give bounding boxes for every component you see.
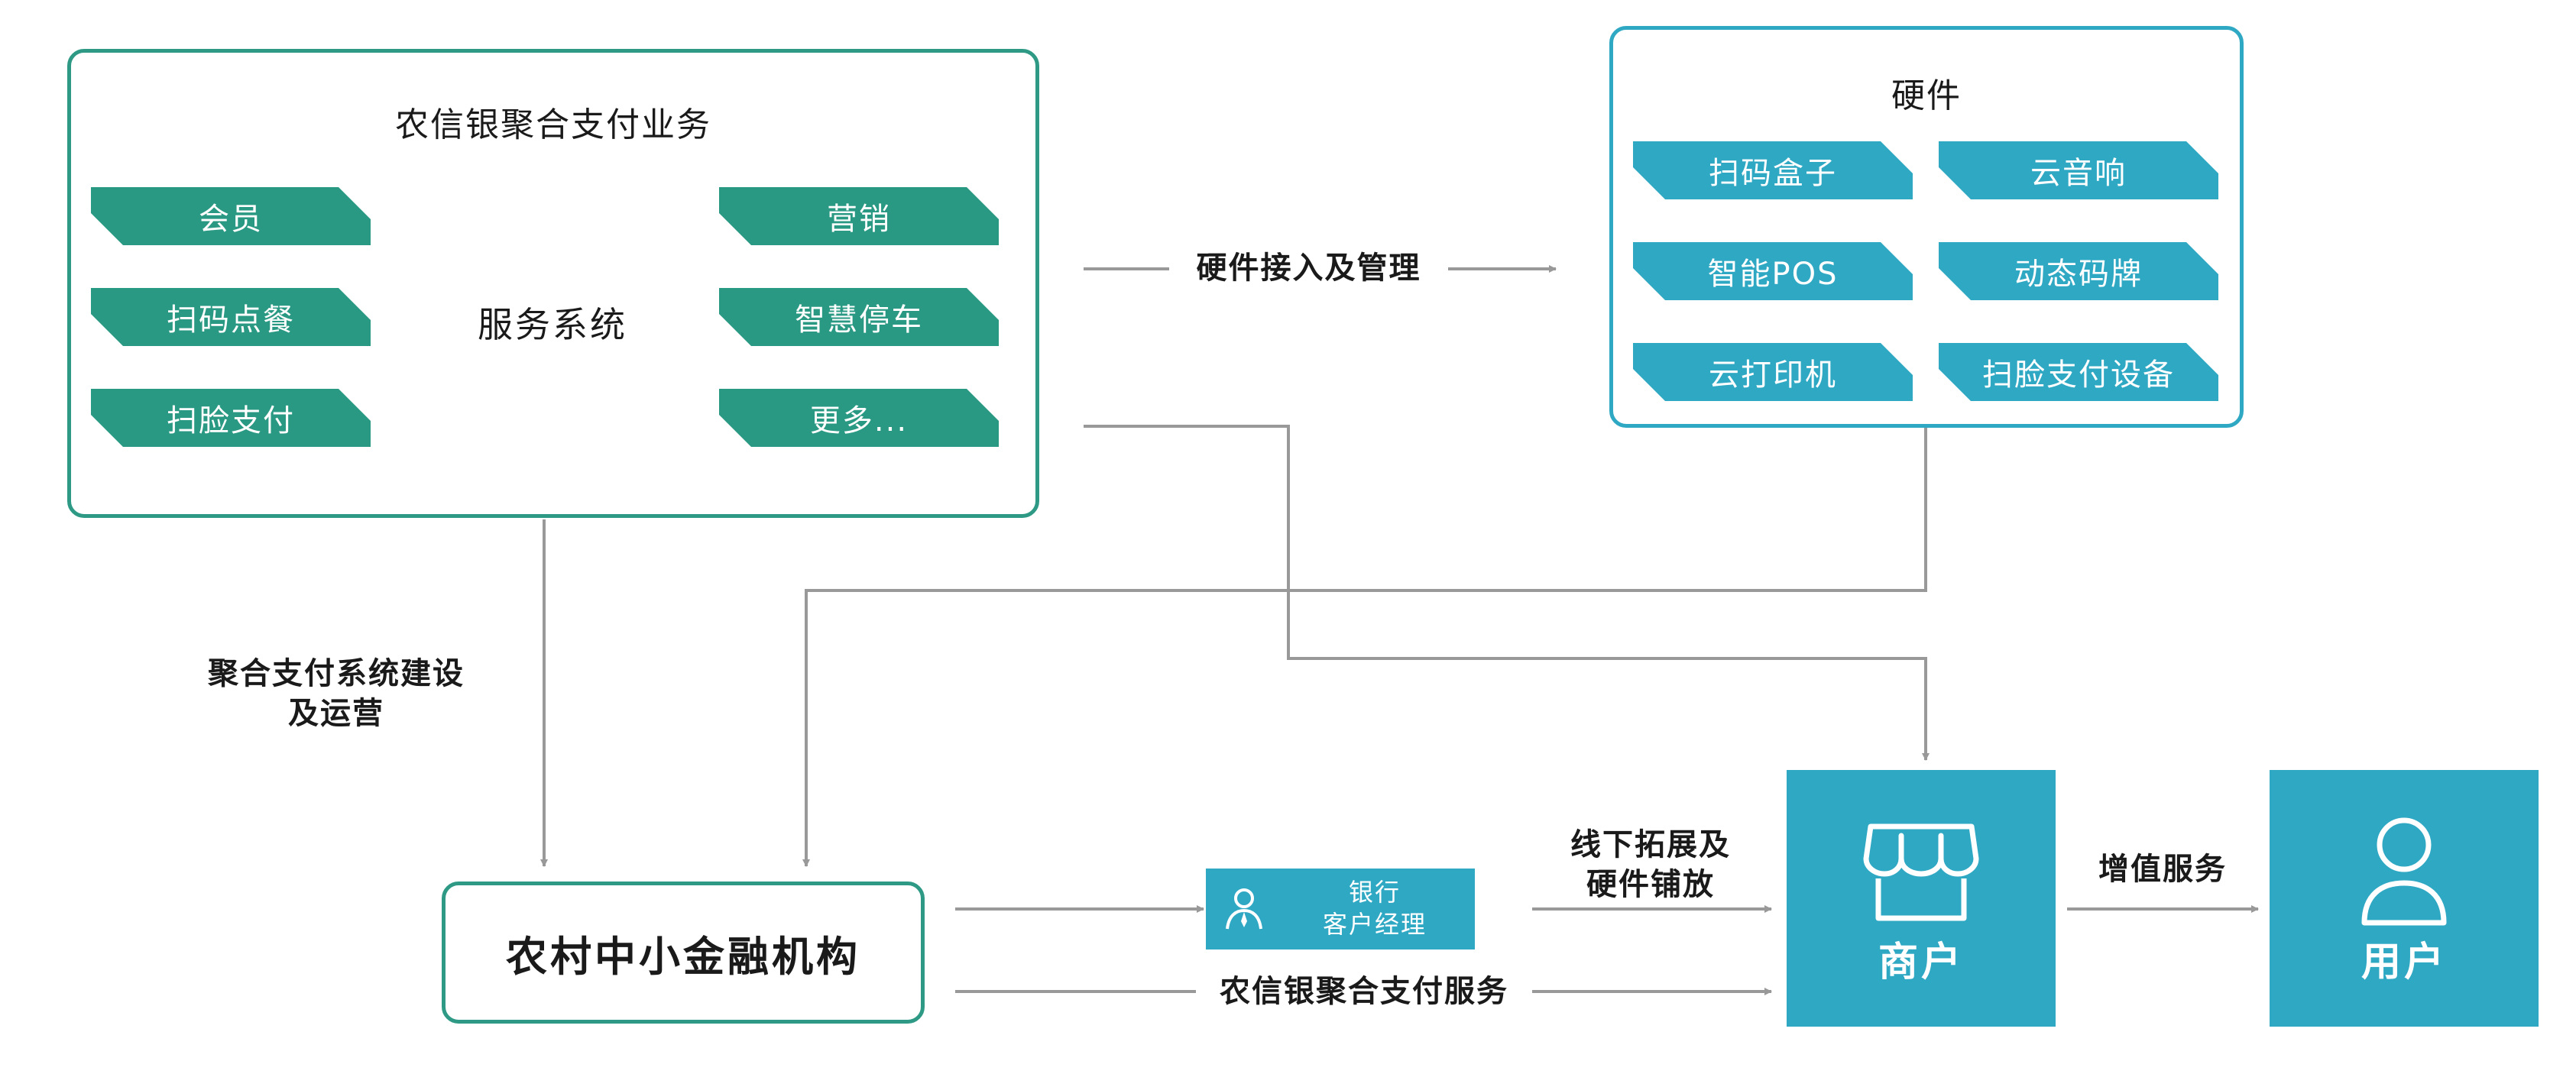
hardware-box: 硬件 扫码盒子 云音响 智能POS 动态码牌 云打印机 扫脸支付设备 <box>1609 26 2244 428</box>
chip-smart-parking: 智慧停车 <box>719 288 999 346</box>
merchant-label: 商户 <box>1878 940 1964 985</box>
bank-manager-text: 银行 客户经理 <box>1275 877 1475 940</box>
merchant-tile: 商户 <box>1787 770 2056 1027</box>
chip-face-pay: 扫脸支付 <box>91 389 371 447</box>
service-system-label: 服务系统 <box>478 304 627 345</box>
chip-dynamic-qr: 动态码牌 <box>1939 242 2218 300</box>
chip-member: 会员 <box>91 187 371 245</box>
store-icon <box>1860 819 1982 929</box>
bank-manager-line1: 银行 <box>1348 878 1401 907</box>
chip-face-pay-device: 扫脸支付设备 <box>1939 343 2218 401</box>
chip-smart-pos: 智能POS <box>1633 242 1913 300</box>
build-operation-line2: 及运营 <box>288 696 384 731</box>
hardware-access-label: 硬件接入及管理 <box>1173 248 1444 288</box>
chip-more: 更多... <box>719 389 999 447</box>
offline-expansion-line1: 线下拓展及 <box>1570 827 1731 862</box>
aggregate-payment-box: 农信银聚合支付业务 会员 扫码点餐 扫脸支付 服务系统 营销 智慧停车 更多..… <box>67 49 1039 518</box>
hardware-box-title: 硬件 <box>1891 76 1962 115</box>
aggregate-box-title: 农信银聚合支付业务 <box>395 105 711 144</box>
chip-scan-order: 扫码点餐 <box>91 288 371 346</box>
bank-manager-box: 银行 客户经理 <box>1206 869 1475 949</box>
payment-service-label: 农信银聚合支付服务 <box>1200 972 1528 1011</box>
chip-cloud-speaker: 云音响 <box>1939 141 2218 199</box>
person-icon <box>1213 886 1275 932</box>
bank-manager-line2: 客户经理 <box>1322 910 1427 939</box>
value-added-label: 增值服务 <box>2098 852 2227 887</box>
chip-marketing: 营销 <box>719 187 999 245</box>
chip-cloud-printer: 云打印机 <box>1633 343 1913 401</box>
user-tile: 用户 <box>2270 770 2539 1027</box>
rural-institution-box: 农村中小金融机构 <box>442 882 925 1024</box>
hardware-to-institution-arrow <box>802 428 1927 867</box>
aggregate-to-merchant-arrow <box>1084 425 1930 761</box>
offline-expansion-label: 线下拓展及 硬件铺放 <box>1536 825 1765 904</box>
offline-expansion-line2: 硬件铺放 <box>1586 867 1715 902</box>
user-icon <box>2358 816 2450 933</box>
user-label: 用户 <box>2361 940 2447 985</box>
build-operation-line1: 聚合支付系统建设 <box>208 656 465 691</box>
chip-scan-box: 扫码盒子 <box>1633 141 1913 199</box>
build-operation-label: 聚合支付系统建设 及运营 <box>176 654 497 733</box>
